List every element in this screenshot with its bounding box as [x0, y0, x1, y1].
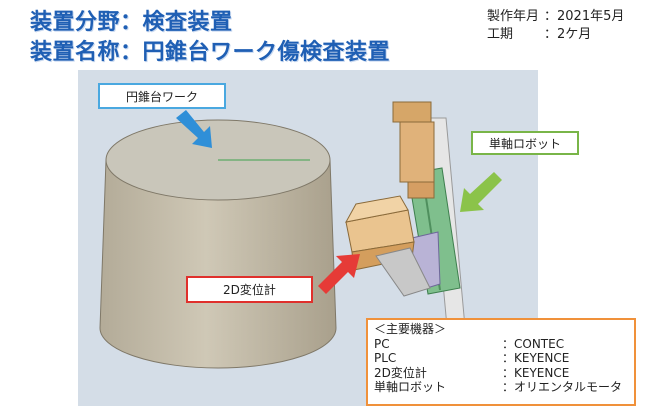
- equipment-row: 2D変位計 ：KEYENCE: [374, 366, 634, 381]
- equipment-maker: ：CONTEC: [502, 336, 565, 351]
- production-date-label: 製作年月: [487, 9, 540, 24]
- equipment-item: PLC: [374, 351, 397, 365]
- equipment-row: PC ：CONTEC: [374, 337, 634, 352]
- cad-render-image: [78, 70, 538, 406]
- red-arrow-icon: [318, 254, 360, 294]
- equipment-maker: ：KEYENCE: [502, 365, 570, 380]
- equipment-maker: ：オリエンタルモータ: [502, 380, 623, 394]
- frustum-workpiece: [99, 119, 337, 369]
- production-date: 製作年月 ：2021年5月: [487, 5, 624, 24]
- cad-render-svg: [99, 101, 502, 369]
- construction-period: 工期 ：2ケ月: [487, 23, 591, 42]
- callout-2d-sensor: 2D変位計: [186, 276, 313, 303]
- blue-arrow-icon: [176, 110, 212, 148]
- construction-period-label: 工期: [487, 27, 514, 42]
- equipment-item: 単軸ロボット: [374, 380, 447, 394]
- green-arrow-icon: [460, 172, 502, 212]
- device-field-title: 装置分野：検査装置: [30, 10, 233, 35]
- main-equipment-box: ＜主要機器＞ PC ：CONTEC PLC ：KEYENCE 2D変位計 ：KEYEN…: [366, 318, 636, 406]
- equipment-maker: ：KEYENCE: [502, 351, 570, 365]
- main-equipment-heading: ＜主要機器＞: [374, 322, 447, 336]
- equipment-row: PLC ：KEYENCE: [374, 351, 634, 366]
- equipment-row: 単軸ロボット ：オリエンタルモータ: [374, 380, 634, 395]
- callout-single-axis-robot: 単軸ロボット: [471, 131, 579, 155]
- production-date-value: ：2021年5月: [544, 9, 625, 24]
- device-name-title: 装置名称：円錐台ワーク傷検査装置: [30, 40, 391, 65]
- construction-period-value: ：2ケ月: [544, 27, 592, 42]
- 2d-displacement-sensor: [345, 195, 431, 297]
- equipment-item: 2D変位計: [374, 365, 427, 380]
- callout-frustum-work: 円錐台ワーク: [98, 83, 226, 109]
- equipment-item: PC: [374, 336, 390, 351]
